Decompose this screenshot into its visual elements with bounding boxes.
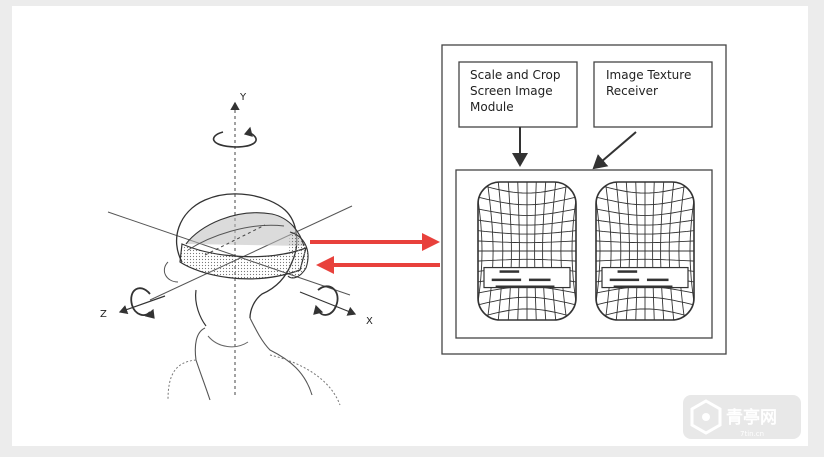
paper-background <box>12 6 808 446</box>
distortion-grid-line <box>547 353 743 383</box>
screen-overlay-bar <box>499 270 520 273</box>
screen-overlay-bar <box>495 285 555 288</box>
outgoing-arrow-head <box>422 233 440 251</box>
axis-line-diagonal-a <box>107 211 351 296</box>
watermark-brand: 青亭网 <box>726 407 777 428</box>
distortion-grid-line <box>596 182 694 194</box>
distortion-grid-line <box>596 226 694 235</box>
screen-overlay-bar <box>617 270 638 273</box>
distortion-grid-line <box>478 308 576 320</box>
distortion-grid-line <box>551 337 738 364</box>
screen-overlay-bar <box>609 278 640 282</box>
system-outer-box <box>441 44 727 355</box>
scale-crop-module-box <box>458 61 578 128</box>
distortion-grid-line <box>551 139 738 166</box>
axis-label-x: X <box>366 316 373 327</box>
distortion-grid-line <box>433 113 454 389</box>
distortion-grid-line <box>596 258 694 264</box>
headset-band <box>179 243 307 280</box>
distortion-grid-line <box>555 322 735 345</box>
data-flow-arrows <box>310 233 440 274</box>
distortion-grid-line <box>596 238 694 244</box>
distortion-grid-line <box>478 226 576 235</box>
axis-label-y: Y <box>239 92 247 103</box>
axis-label-z: Z <box>100 309 107 320</box>
system-block <box>441 44 727 355</box>
screen-overlay-bar <box>491 278 522 282</box>
distortion-grid-line <box>718 113 739 389</box>
incoming-arrow-head <box>316 256 334 274</box>
distortion-grid-line <box>596 214 694 226</box>
watermark: 青亭网 7tin.cn <box>683 395 801 439</box>
distortion-grid-line <box>437 322 617 345</box>
distortion-grid-line <box>437 157 617 180</box>
distortion-grid-line <box>555 157 735 180</box>
hexagon-logo-icon <box>690 399 722 435</box>
distortion-grid-line <box>478 182 576 194</box>
distortion-grid-line <box>478 214 576 226</box>
screen-overlay-bar <box>646 278 669 282</box>
distortion-grid-line <box>433 337 620 364</box>
distortion-grid-line <box>451 121 469 382</box>
axis-line-diagonal-b <box>149 205 353 301</box>
x-axis-arrow <box>299 291 357 316</box>
right-eye-frame <box>595 181 695 321</box>
distortion-grid-line <box>478 201 576 216</box>
screen-overlay-bar <box>528 278 551 282</box>
distortion-grid-line <box>478 258 576 264</box>
distortion-grid-line <box>478 238 576 244</box>
distortion-grid-line <box>596 308 694 320</box>
texture-receiver-module-box <box>593 61 713 128</box>
x-rotation-arrow <box>317 285 339 316</box>
screen-overlay-panel <box>483 266 571 289</box>
z-rotation-arrow <box>130 287 151 316</box>
distortion-grid-line <box>433 139 620 166</box>
display-panel-box <box>455 169 713 339</box>
distortion-grid-line <box>429 353 625 383</box>
texture-receiver-module-label: Image Texture Receiver <box>606 68 695 98</box>
screen-overlay-bar <box>613 285 673 288</box>
scale-crop-module-label: Scale and Crop Screen Image Module <box>470 68 564 114</box>
left-eye-frame <box>477 181 577 321</box>
head-outline <box>175 193 298 319</box>
headset-visor <box>287 231 309 279</box>
texture-output-arrow <box>592 131 637 170</box>
watermark-url: 7tin.cn <box>740 430 764 438</box>
z-axis-arrow <box>118 295 166 315</box>
screen-overlay-panel <box>601 266 689 289</box>
head-figure <box>107 101 357 406</box>
distortion-grid-line <box>596 201 694 216</box>
y-rotation-arrow <box>212 131 257 148</box>
